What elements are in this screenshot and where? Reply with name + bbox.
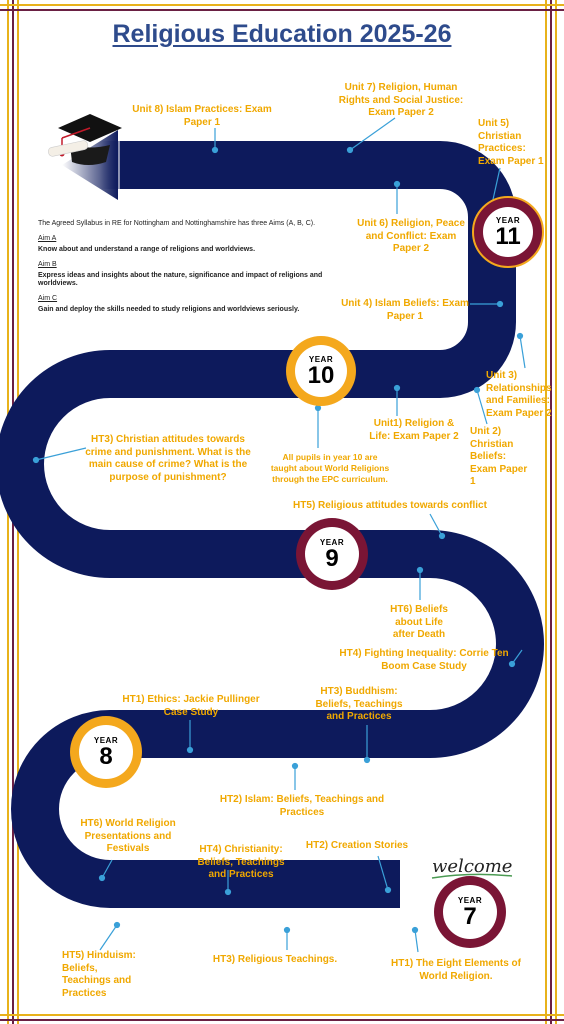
label-ht6-world-religion: HT6) World Religion Presentations and Fe… [80,818,176,854]
frame-bottom-gold [0,1014,564,1016]
year-number: 8 [99,742,113,770]
frame-right-maroon [550,0,552,1024]
label-unit-4: Unit 4) Islam Beliefs: Exam Paper 1 [341,298,469,322]
aims-intro: The Agreed Syllabus in RE for Nottingham… [38,220,316,227]
label-unit-8: Unit 8) Islam Practices: Exam Paper 1 [132,104,272,128]
label-ht2-creation: HT2) Creation Stories [305,840,409,851]
frame-right-gold [545,0,547,1024]
label-ht3-teachings: HT3) Religious Teachings. [212,954,338,965]
label-ht3-buddhism: HT3) Buddhism: Beliefs, Teachings and Pr… [315,686,403,722]
label-unit-7: Unit 7) Religion, Human Rights and Socia… [338,82,464,118]
welcome-script: welcome [432,856,513,877]
label-unit-1: Unit1) Religion & Life: Exam Paper 2 [369,418,459,442]
graduation-cap-icon [48,114,122,165]
year-number: 7 [463,902,477,930]
aim-b-text: Express ideas and insights about the nat… [38,272,323,287]
road-path [0,141,544,908]
year-number: 9 [325,544,339,572]
label-ht5-hinduism: HT5) Hinduism: Beliefs, Teachings and Pr… [62,950,136,999]
frame-right-gold-2 [555,0,557,1024]
label-year10-note: All pupils in year 10 are taught about W… [270,452,390,484]
year-number: 10 [307,361,335,389]
label-ht4-inequality: HT4) Fighting Inequality: Corrie Ten Boo… [339,648,509,672]
year-label: YEAR [457,895,483,905]
page-title: Religious Education 2025-26 [112,20,452,48]
aim-b-heading: Aim B [38,261,57,268]
label-ht1-ethics: HT1) Ethics: Jackie Pullinger Case Study [122,694,260,718]
label-unit-2: Unit 2) Christian Beliefs: Exam Paper 1 [470,426,528,487]
year-label: YEAR [308,354,334,364]
aim-c-text: Gain and deploy the skills needed to stu… [38,306,300,313]
year-label: YEAR [93,735,119,745]
label-unit-6: Unit 6) Religion, Peace and Conflict: Ex… [357,218,465,254]
label-ht5-conflict: HT5) Religious attitudes towards conflic… [293,500,487,511]
frame-bottom-maroon [0,1019,564,1021]
label-ht4-christianity: HT4) Christianity: Beliefs, Teachings an… [197,844,285,880]
label-ht1-eight-elements: HT1) The Eight Elements of World Religio… [390,958,521,982]
aim-c-heading: Aim C [38,295,58,302]
label-unit-5: Unit 5) Christian Practices: Exam Paper … [478,118,544,167]
label-unit-3: Unit 3) Relationships and Families: Exam… [486,370,552,419]
aim-a-text: Know about and understand a range of rel… [38,246,256,253]
aims-block: The Agreed Syllabus in RE for Nottingham… [38,220,358,321]
label-ht2-islam: HT2) Islam: Beliefs, Teachings and Pract… [219,794,385,818]
label-ht6-afterlife: HT6) Beliefs about Life after Death [390,604,448,640]
frame-top-gold [0,4,564,6]
year-number: 11 [495,222,521,250]
aim-a-heading: Aim A [38,235,57,242]
label-ht3-crime: HT3) Christian attitudes towards crime a… [85,434,251,483]
year-label: YEAR [495,215,521,225]
frame-top-maroon [0,9,564,11]
year-label: YEAR [319,537,345,547]
welcome-swash [431,873,513,879]
